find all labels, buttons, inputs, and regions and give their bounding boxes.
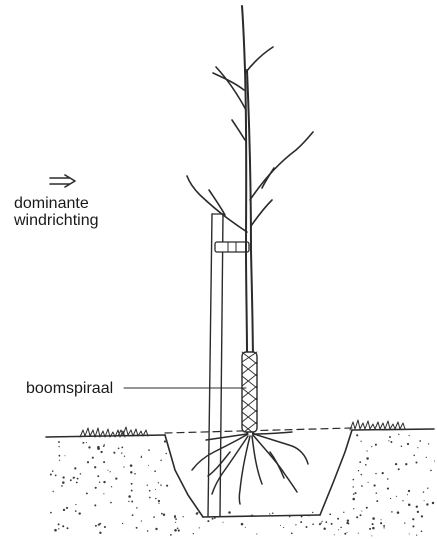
spiral-label: boomspiraal [26, 380, 113, 397]
wind-direction-label: dominante windrichting [14, 195, 98, 229]
tree-tie [215, 242, 249, 252]
support-stake [208, 214, 223, 516]
wind-label-line1: dominante [14, 195, 98, 212]
double-arrow-right-icon [48, 174, 78, 188]
soil-texture [50, 434, 435, 537]
tree-guard-spiral [242, 352, 257, 432]
wind-label-line2: windrichting [14, 212, 98, 229]
